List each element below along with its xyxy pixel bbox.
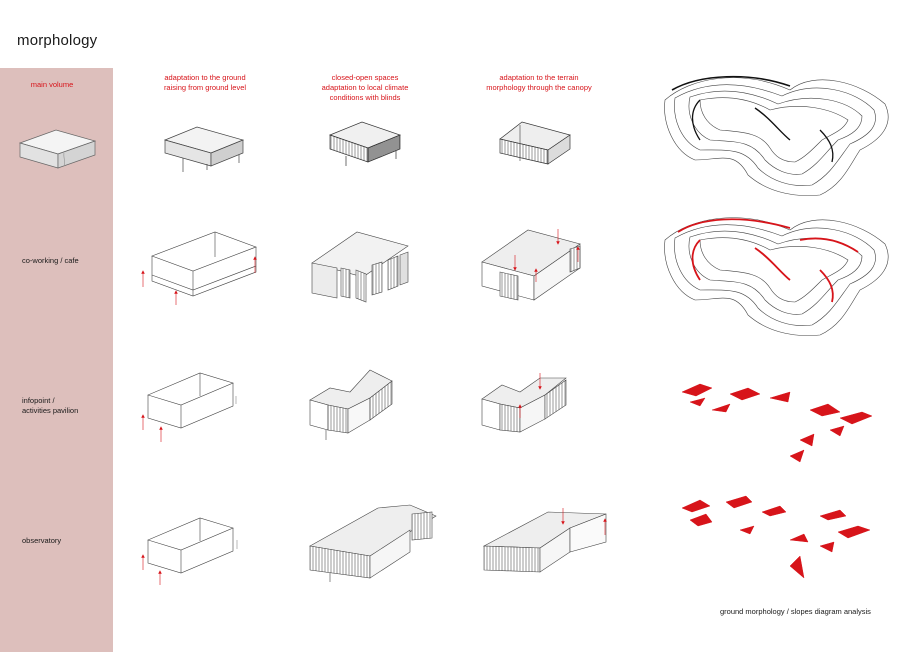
column-header-ground: adaptation to the ground raising from gr… [163, 73, 247, 92]
main-volume-box [18, 129, 97, 169]
climate-observatory [309, 504, 437, 582]
column-header-main-volume: main volume [30, 80, 74, 89]
ground-wireframe-co-working [141, 231, 257, 305]
slope-highlights [677, 218, 859, 303]
terrain-infopoint [481, 373, 567, 433]
terrain-contour-map-slopes [664, 217, 889, 336]
column-header-terrain: adaptation to the terrain morphology thr… [486, 73, 592, 92]
slope-fragments-infopoint [681, 383, 873, 463]
terrain-co-working [481, 229, 581, 301]
ground-wireframe-observatory [141, 517, 238, 585]
slope-fragments-observatory [681, 495, 871, 579]
row-label-observatory: observatory [22, 536, 62, 545]
row-label-infopoint: infopoint / activities pavilion [22, 396, 79, 415]
terrain-observatory [482, 508, 607, 573]
climate-volume-top [329, 121, 401, 166]
ground-wireframe-infopoint [141, 372, 237, 442]
ground-volume-top [163, 126, 245, 172]
caption: ground morphology / slopes diagram analy… [720, 607, 871, 616]
terrain-contour-map [664, 75, 889, 196]
terrain-volume-top [499, 121, 571, 165]
page-title: morphology [17, 32, 98, 49]
climate-co-working [311, 231, 409, 303]
climate-infopoint [309, 369, 393, 440]
column-header-climate: closed-open spaces adaptation to local c… [321, 73, 409, 102]
row-label-co-working: co-working / cafe [22, 256, 79, 265]
